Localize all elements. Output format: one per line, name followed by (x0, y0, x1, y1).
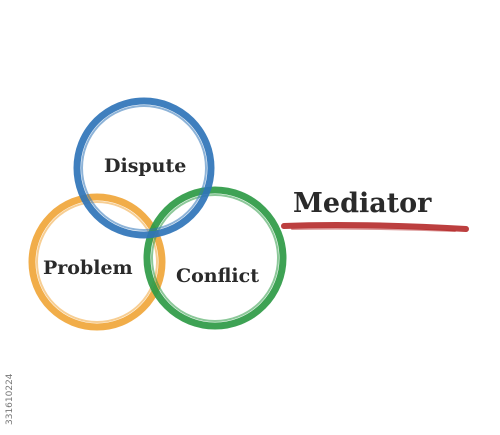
conflict-circle (143, 186, 287, 330)
dispute-circle (73, 97, 215, 239)
side-id-text: 331610224 (5, 373, 15, 425)
mediator-underline (281, 222, 469, 232)
problem-label: Problem (43, 257, 133, 279)
mediator-title: Mediator (293, 188, 432, 219)
dispute-label: Dispute (104, 155, 186, 177)
conflict-label: Conflict (176, 265, 259, 287)
problem-circle (28, 193, 166, 331)
